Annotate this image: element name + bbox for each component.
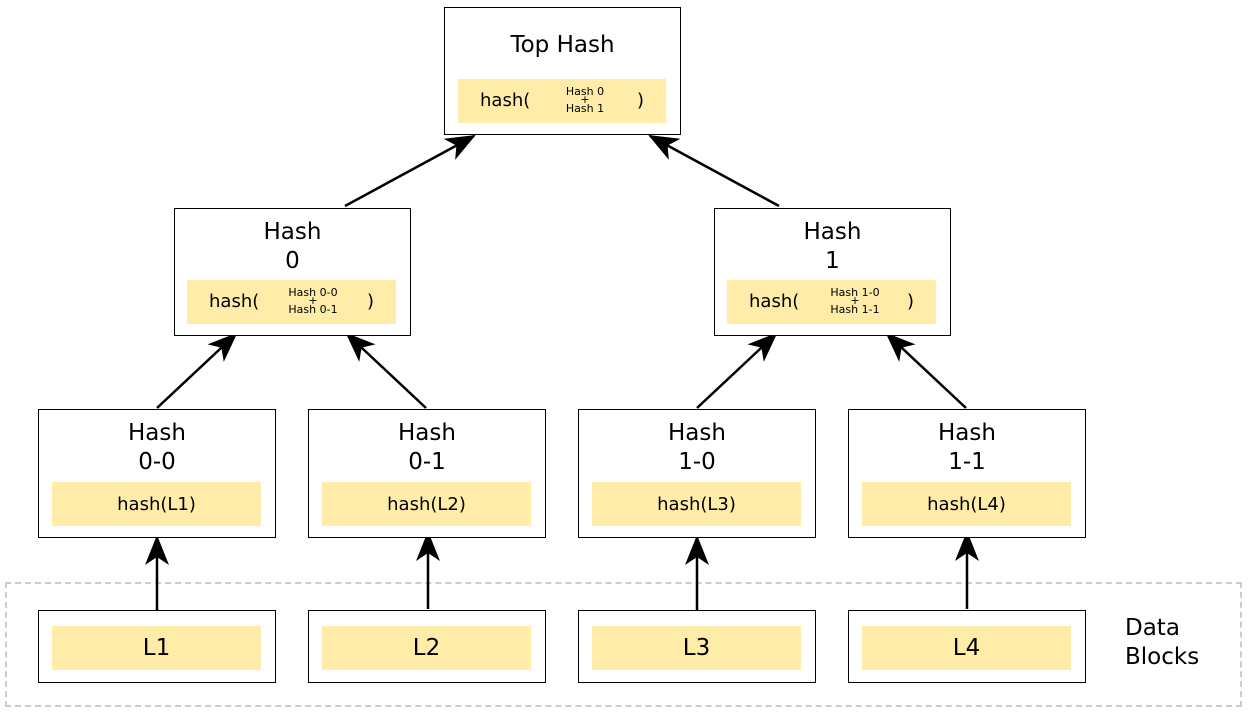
data-block-l3-label: L3 bbox=[592, 626, 801, 670]
hash-1-plus: + bbox=[850, 294, 860, 307]
data-blocks-label-line2: Blocks bbox=[1125, 644, 1200, 670]
top-hash-arg1: Hash 0 bbox=[565, 85, 605, 98]
hash-1-1-title-line1: Hash bbox=[938, 420, 996, 446]
hash-1-0-title-line2: 1-0 bbox=[678, 449, 716, 475]
hash-0-arg1: Hash 0-0 bbox=[288, 286, 338, 299]
data-block-l1: L1 bbox=[38, 610, 276, 683]
hash-1-1-formula: hash(L4) bbox=[862, 482, 1071, 526]
hash-0-1-title-line1: Hash bbox=[398, 420, 456, 446]
hash-0-arg2: Hash 0-1 bbox=[288, 303, 338, 316]
hash-1-1-content: hash(L4) bbox=[927, 493, 1006, 515]
data-blocks-region bbox=[5, 582, 1242, 707]
hash-1-0-node: Hash 1-0 hash(L3) bbox=[578, 409, 816, 538]
hash-0-0-title-line1: Hash bbox=[128, 420, 186, 446]
hash-0-fn-open: hash( bbox=[209, 291, 260, 312]
hash-1-args: Hash 1-0 + Hash 1-1 bbox=[825, 287, 885, 315]
hash-0-1-formula: hash(L2) bbox=[322, 482, 531, 526]
hash-1-fn-open: hash( bbox=[749, 291, 800, 312]
hash-1-title-line1: Hash bbox=[803, 219, 862, 245]
data-block-l4-label: L4 bbox=[862, 626, 1071, 670]
top-hash-fn-close: ) bbox=[636, 90, 644, 111]
arrow-hash10-to-hash1 bbox=[696, 332, 778, 409]
hash-1-0-formula: hash(L3) bbox=[592, 482, 801, 526]
hash-0-formula: hash( Hash 0-0 + Hash 0-1 ) bbox=[187, 280, 396, 324]
top-hash-node: Top Hash hash( Hash 0 + Hash 1 ) bbox=[444, 7, 681, 135]
hash-1-1-title-line2: 1-1 bbox=[948, 449, 986, 475]
top-hash-formula: hash( Hash 0 + Hash 1 ) bbox=[458, 79, 666, 123]
hash-1-title: Hash 1 bbox=[715, 218, 950, 276]
data-block-l2: L2 bbox=[308, 610, 546, 683]
hash-1-fn-close: ) bbox=[906, 291, 914, 312]
hash-0-title-line2: 0 bbox=[285, 248, 300, 274]
hash-1-arg2: Hash 1-1 bbox=[830, 303, 880, 316]
hash-0-0-title-line2: 0-0 bbox=[138, 449, 176, 475]
hash-1-0-content: hash(L3) bbox=[657, 493, 736, 515]
hash-1-formula: hash( Hash 1-0 + Hash 1-1 ) bbox=[727, 280, 936, 324]
hash-0-1-node: Hash 0-1 hash(L2) bbox=[308, 409, 546, 538]
arrow-hash0-to-top bbox=[344, 134, 476, 208]
arrow-hash1-to-top bbox=[648, 134, 780, 208]
hash-0-0-content: hash(L1) bbox=[117, 493, 196, 515]
arrow-hash11-to-hash1 bbox=[885, 332, 967, 409]
hash-1-0-title: Hash 1-0 bbox=[579, 419, 815, 477]
hash-0-1-title: Hash 0-1 bbox=[309, 419, 545, 477]
data-blocks-label-line1: Data bbox=[1125, 615, 1180, 641]
hash-0-title: Hash 0 bbox=[175, 218, 410, 276]
data-block-l3: L3 bbox=[578, 610, 816, 683]
hash-1-arg1: Hash 1-0 bbox=[830, 286, 880, 299]
hash-1-0-title-line1: Hash bbox=[668, 420, 726, 446]
top-hash-fn-open: hash( bbox=[480, 90, 531, 111]
hash-1-1-node: Hash 1-1 hash(L4) bbox=[848, 409, 1086, 538]
hash-1-node: Hash 1 hash( Hash 1-0 + Hash 1-1 ) bbox=[714, 208, 951, 336]
hash-1-title-line2: 1 bbox=[825, 248, 840, 274]
top-hash-title: Top Hash bbox=[510, 32, 615, 58]
hash-0-title-line1: Hash bbox=[263, 219, 322, 245]
data-blocks-label: Data Blocks bbox=[1125, 614, 1199, 672]
hash-1-1-title: Hash 1-1 bbox=[849, 419, 1085, 477]
top-hash-arg2: Hash 1 bbox=[565, 102, 605, 115]
hash-0-0-node: Hash 0-0 hash(L1) bbox=[38, 409, 276, 538]
hash-0-1-title-line2: 0-1 bbox=[408, 449, 446, 475]
hash-0-node: Hash 0 hash( Hash 0-0 + Hash 0-1 ) bbox=[174, 208, 411, 336]
hash-0-plus: + bbox=[308, 294, 318, 307]
hash-0-0-formula: hash(L1) bbox=[52, 482, 261, 526]
hash-0-args: Hash 0-0 + Hash 0-1 bbox=[283, 287, 343, 315]
top-hash-plus: + bbox=[580, 93, 590, 106]
arrow-hash00-to-hash0 bbox=[156, 332, 238, 409]
hash-0-1-content: hash(L2) bbox=[387, 493, 466, 515]
hash-0-fn-close: ) bbox=[366, 291, 374, 312]
hash-0-0-title: Hash 0-0 bbox=[39, 419, 275, 477]
data-block-l4: L4 bbox=[848, 610, 1086, 683]
data-block-l1-label: L1 bbox=[52, 626, 261, 670]
top-hash-args: Hash 0 + Hash 1 bbox=[560, 86, 610, 114]
arrow-hash01-to-hash0 bbox=[345, 332, 427, 409]
data-block-l2-label: L2 bbox=[322, 626, 531, 670]
